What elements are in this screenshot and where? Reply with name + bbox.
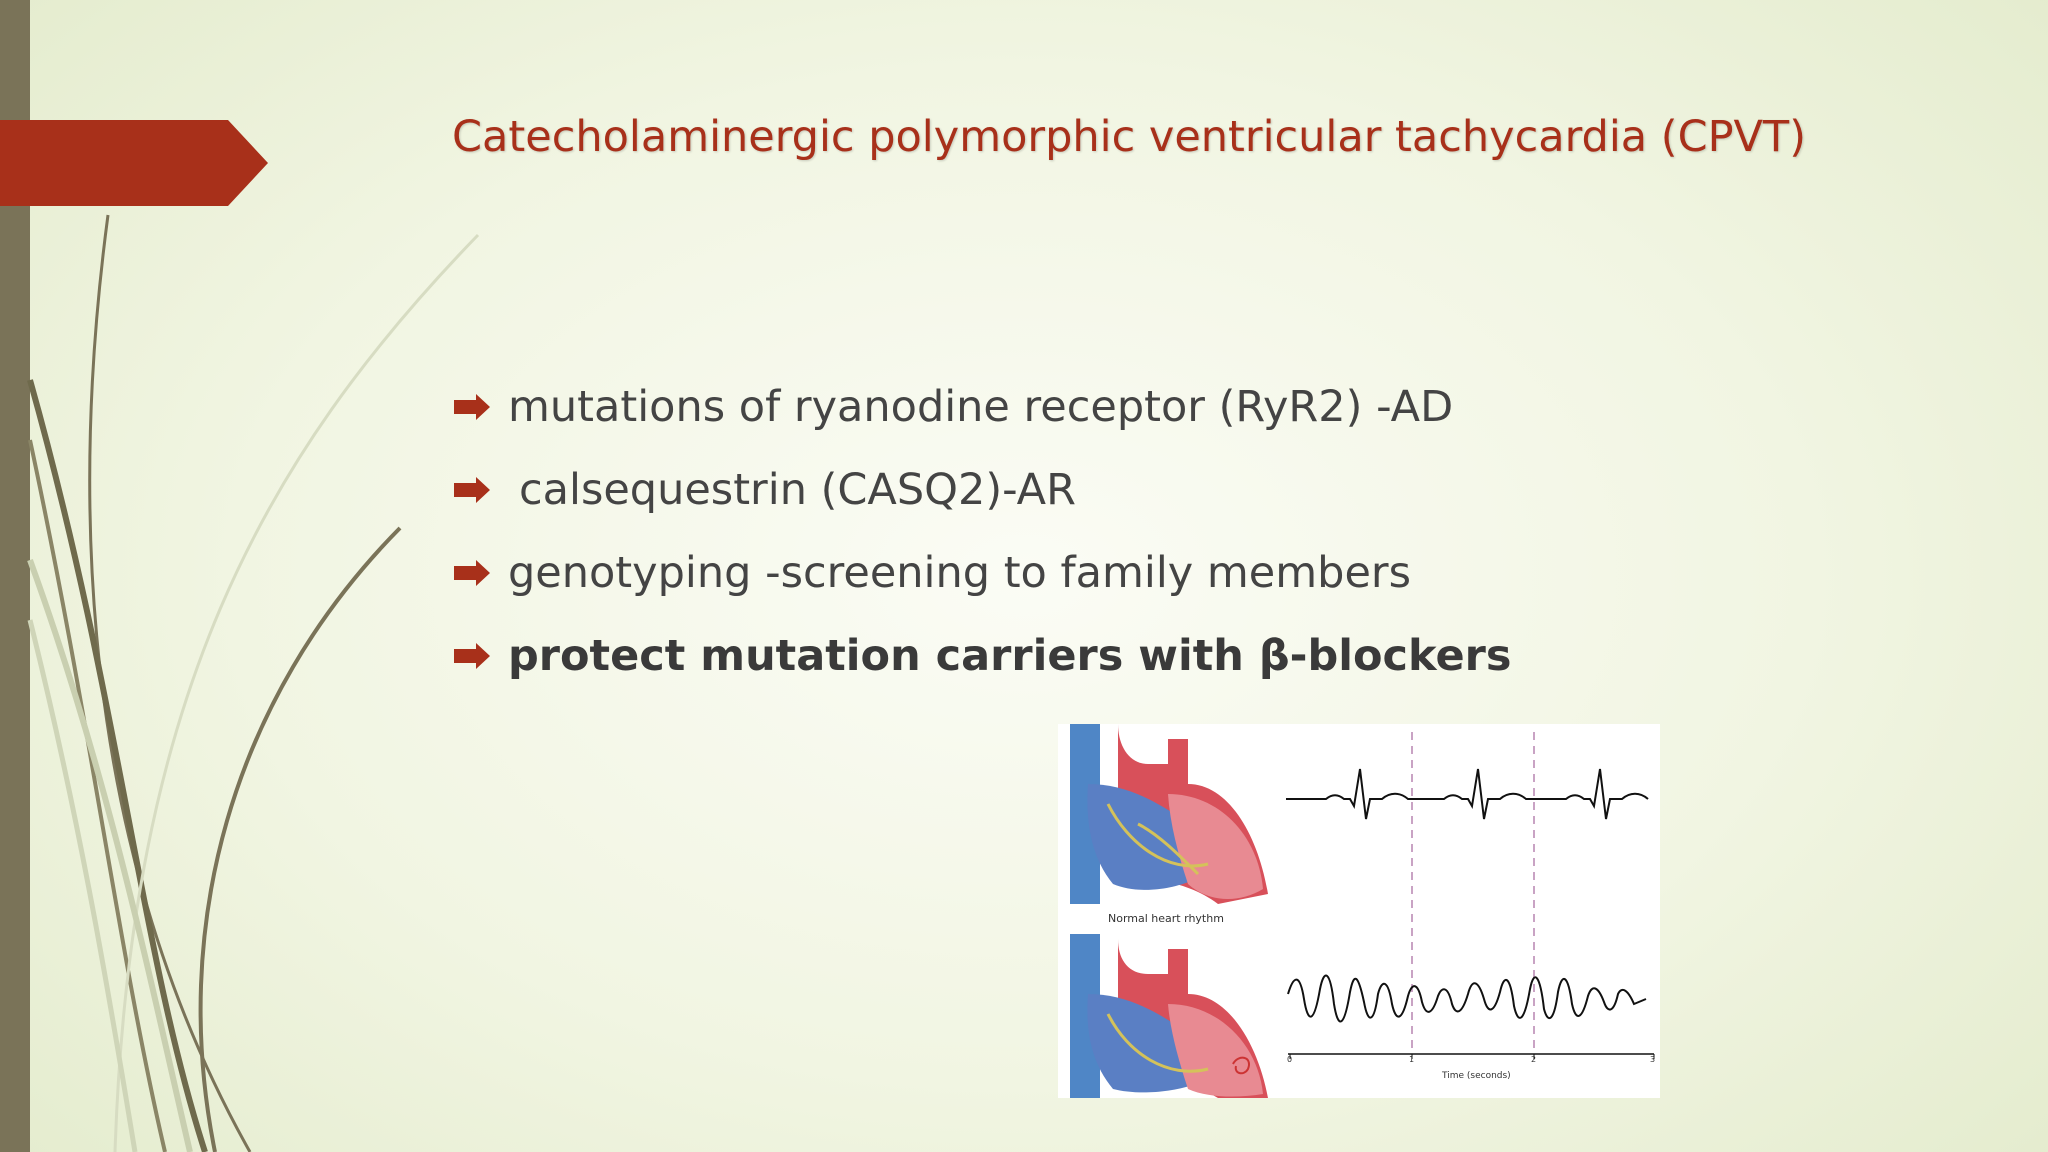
axis-tick-label: 0: [1287, 1055, 1292, 1064]
heart-ecg-illustration: Normal heart rhythm 0: [1070, 724, 1655, 1098]
bullet-item: protect mutation carriers with β-blocker…: [452, 614, 1511, 697]
bullet-text: genotyping -screening to family members: [508, 547, 1411, 598]
bullet-item: mutations of ryanodine receptor (RyR2) -…: [452, 365, 1511, 448]
slide-title: Catecholaminergic polymorphic ventricula…: [452, 112, 1806, 162]
bullet-text: mutations of ryanodine receptor (RyR2) -…: [508, 381, 1454, 432]
bullet-item: genotyping -screening to family members: [452, 531, 1511, 614]
time-axis-label: Time (seconds): [1441, 1071, 1511, 1081]
bullet-text: calsequestrin (CASQ2)-AR: [519, 464, 1076, 515]
right-arrow-icon: [454, 393, 490, 420]
right-arrow-icon: [454, 476, 490, 503]
axis-tick-label: 3: [1650, 1055, 1655, 1064]
bullet-text: protect mutation carriers with β-blocker…: [508, 630, 1512, 681]
axis-tick-label: 2: [1531, 1055, 1536, 1064]
title-arrow-banner: [0, 120, 268, 206]
normal-ecg-trace: [1286, 768, 1649, 820]
axis-tick-label: 1: [1409, 1055, 1414, 1064]
bullet-list: mutations of ryanodine receptor (RyR2) -…: [452, 365, 1511, 697]
right-arrow-icon: [454, 642, 490, 669]
normal-rhythm-caption: Normal heart rhythm: [1108, 912, 1224, 925]
normal-heart-illustration: [1070, 724, 1268, 904]
decorative-curves: [27, 214, 480, 1152]
right-arrow-icon: [454, 559, 490, 586]
heart-ecg-figure: Normal heart rhythm 0: [1058, 724, 1660, 1098]
bullet-item: calsequestrin (CASQ2)-AR: [452, 448, 1511, 531]
cpvt-ecg-trace: [1287, 974, 1647, 1023]
cpvt-heart-illustration: [1070, 934, 1268, 1098]
